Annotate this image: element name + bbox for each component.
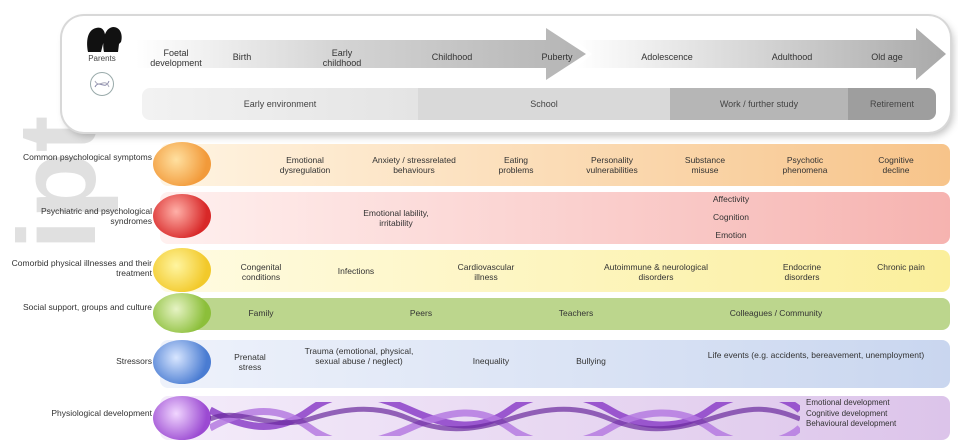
row-band — [160, 250, 950, 292]
development-item: Behavioural development — [806, 419, 897, 428]
row-band — [160, 192, 950, 244]
row-psychiatric-syndromes: Psychiatric and psychological syndromes … — [0, 190, 958, 246]
row-item: Affectivity — [712, 194, 750, 204]
parents-group: Parents — [78, 22, 126, 104]
row-comorbid-illnesses: Comorbid physical illnesses and their tr… — [0, 248, 958, 294]
development-item: Cognitive development — [806, 408, 888, 418]
syndrome-icon — [153, 194, 211, 238]
brain-icon — [153, 142, 211, 186]
row-label: Social support, groups and culture — [23, 302, 152, 312]
row-stressors: Stressors Prenatal stress Trauma (emotio… — [0, 338, 958, 390]
development-list: Emotional development Cognitive developm… — [806, 398, 896, 430]
row-common-symptoms: Common psychological symptoms Emotional … — [0, 140, 958, 188]
row-item: Peers — [409, 308, 433, 318]
row-item: Eating problems — [498, 155, 534, 175]
row-item: Family — [248, 308, 274, 318]
row-label: Physiological development — [51, 408, 152, 418]
heart-icon — [153, 248, 211, 292]
row-item: Substance misuse — [684, 155, 726, 175]
row-item: Anxiety / stressrelated behaviours — [372, 155, 456, 175]
stage-old-age: Old age — [871, 52, 903, 62]
row-item: Psychotic phenomena — [782, 155, 828, 175]
row-label: Psychiatric and psychological syndromes — [40, 206, 152, 226]
row-band — [160, 340, 950, 388]
stage-birth: Birth — [232, 52, 252, 62]
env-retirement: Retirement — [848, 88, 936, 120]
row-social-support: Social support, groups and culture Famil… — [0, 293, 958, 334]
people-icon — [153, 293, 211, 333]
row-item: Infections — [337, 266, 375, 276]
row-label: Common psychological symptoms — [23, 152, 152, 162]
row-item: Colleagues / Community — [729, 308, 823, 318]
row-item: Cardiovascular illness — [457, 262, 515, 282]
row-item: Life events (e.g. accidents, bereavement… — [707, 350, 925, 360]
row-item: Endocrine disorders — [782, 262, 822, 282]
lifespan-arrow — [136, 28, 946, 80]
env-school: School — [418, 88, 670, 120]
row-item: Emotional dysregulation — [279, 155, 331, 175]
row-item: Autoimmune & neurological disorders — [604, 262, 708, 282]
env-work: Work / further study — [670, 88, 848, 120]
lightning-icon — [153, 340, 211, 384]
stage-early-childhood: Early childhood — [322, 48, 362, 68]
stage-childhood: Childhood — [431, 52, 473, 62]
row-item: Congenital conditions — [240, 262, 282, 282]
row-item: Chronic pain — [877, 262, 925, 272]
stage-adulthood: Adulthood — [771, 52, 813, 62]
row-item: Emotion — [715, 230, 747, 240]
row-item: Cognition — [713, 212, 749, 222]
parents-label: Parents — [88, 54, 116, 63]
row-band — [160, 144, 950, 186]
row-item: Personality vulnerabilities — [586, 155, 638, 175]
row-item: Teachers — [558, 308, 594, 318]
env-early: Early environment — [142, 88, 418, 120]
figure-icon — [153, 396, 211, 440]
row-item: Prenatal stress — [234, 352, 266, 372]
dna-icon — [90, 72, 114, 96]
row-band — [160, 298, 950, 330]
row-item: Trauma (emotional, physical, sexual abus… — [304, 346, 414, 366]
development-item: Emotional development — [806, 398, 890, 407]
parents-heads-icon — [87, 27, 122, 52]
development-braid — [210, 402, 800, 436]
stage-puberty: Puberty — [541, 52, 573, 62]
stage-adolescence: Adolescence — [641, 52, 693, 62]
row-item: Inequality — [472, 356, 510, 366]
row-item: Emotional lability, irritability — [363, 208, 429, 228]
row-item: Cognitive decline — [878, 155, 914, 175]
row-label: Stressors — [116, 356, 152, 366]
stage-foetal: Foetal development — [150, 48, 202, 68]
row-item: Bullying — [576, 356, 606, 366]
row-label: Comorbid physical illnesses and their tr… — [11, 258, 152, 278]
lifespan-timeline-panel: Parents Foetal development Birth Early c… — [62, 16, 950, 132]
